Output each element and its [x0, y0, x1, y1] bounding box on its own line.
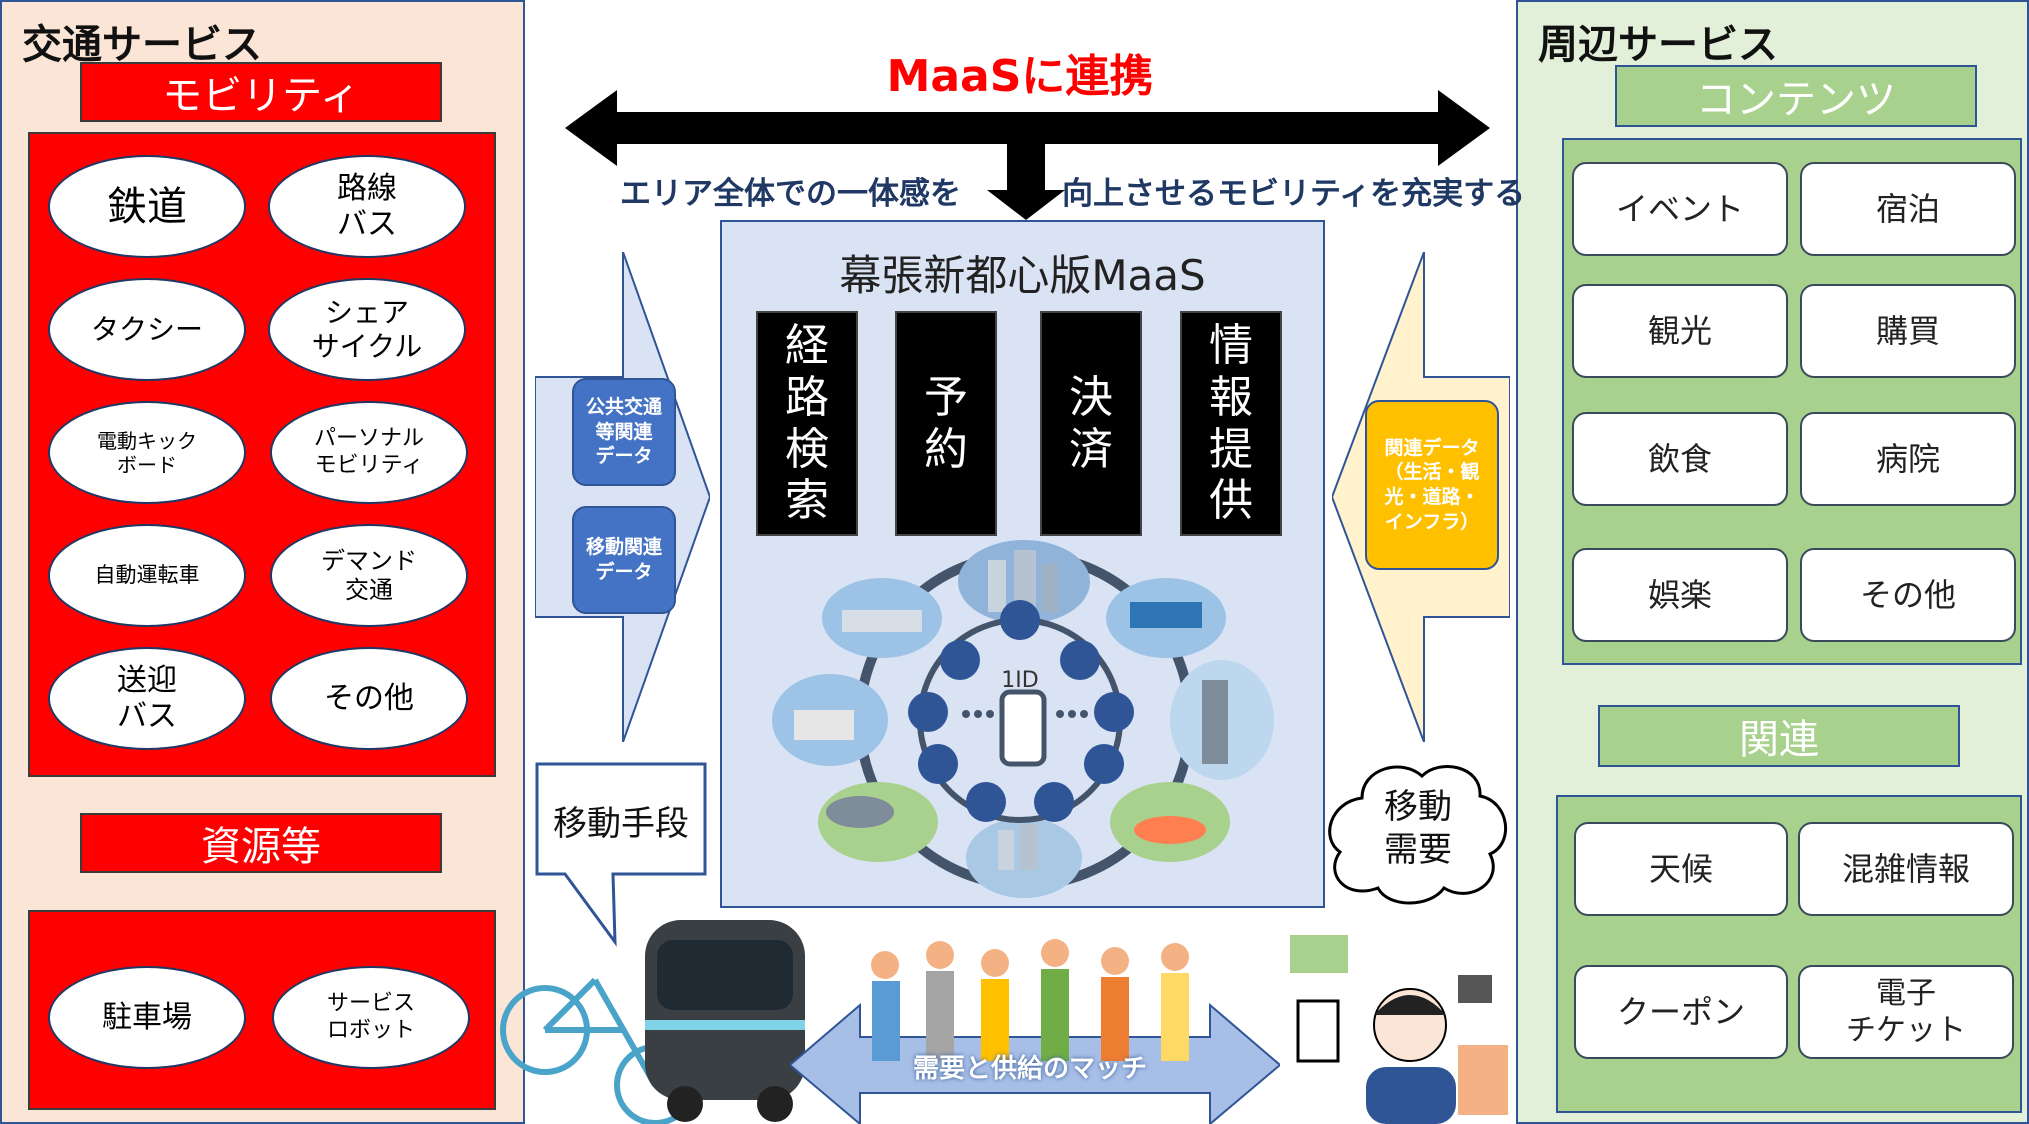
contents-label: コンテンツ [1615, 65, 1977, 127]
mobility-item-taxi: タクシー [48, 278, 246, 381]
function-payment: 決 済 [1040, 311, 1142, 536]
mobility-item-demand-transit: デマンド 交通 [270, 524, 468, 627]
hub-id-label: 1ID [1001, 668, 1039, 693]
maas-link-title: MaaSに連携 [886, 51, 1154, 102]
function-information: 情 報 提 供 [1180, 311, 1282, 536]
mobility-item-share-cycle: シェア サイクル [268, 278, 466, 381]
related-data-pill: 関連データ （生活・観 光・道路・ インフラ） [1365, 400, 1499, 570]
mobility-item-autonomous-car: 自動運転車 [48, 524, 246, 627]
related-item-weather: 天候 [1574, 822, 1788, 916]
content-item-lodging: 宿泊 [1800, 162, 2016, 256]
speech-bubble-icon [535, 762, 707, 947]
related-item-coupon: クーポン [1574, 965, 1788, 1059]
demand-bubble-label: 移動 需要 [1384, 787, 1452, 870]
double-arrow-icon [565, 90, 1490, 220]
content-item-event: イベント [1572, 162, 1788, 256]
peripheral-services-title: 周辺サービス [1538, 22, 1778, 68]
resources-label: 資源等 [80, 813, 442, 873]
content-item-other: その他 [1800, 548, 2016, 642]
function-reservation: 予 約 [895, 311, 997, 536]
content-item-dining: 飲食 [1572, 412, 1788, 506]
mobility-data-pill: 移動関連 データ [572, 506, 676, 614]
mobility-item-railway: 鉄道 [48, 155, 246, 258]
content-item-sightseeing: 観光 [1572, 284, 1788, 378]
related-item-congestion: 混雑情報 [1798, 822, 2014, 916]
transport-services-title: 交通サービス [22, 22, 262, 68]
content-item-entertainment: 娯楽 [1572, 548, 1788, 642]
mobility-item-route-bus: 路線 バス [268, 155, 466, 258]
mobility-item-shuttle-bus: 送迎 バス [48, 647, 246, 750]
transport-bubble-label: 移動手段 [553, 804, 689, 844]
match-arrow-icon [790, 939, 1280, 1124]
bicycle-and-bus-illustration [500, 920, 805, 1124]
maas-core-title: 幕張新都心版MaaS [839, 251, 1206, 300]
input-arrow-left-icon [535, 252, 710, 742]
resource-item-parking: 駐車場 [48, 966, 246, 1069]
function-route-search: 経 路 検 索 [756, 311, 858, 536]
public-transit-data-pill: 公共交通 等関連 データ [572, 378, 676, 486]
mobility-item-other: その他 [270, 647, 468, 750]
subtitle-left: エリア全体での一体感を [620, 176, 961, 212]
mobility-item-personal-mobility: パーソナル モビリティ [270, 401, 468, 504]
match-label: 需要と供給のマッチ [912, 1054, 1147, 1084]
related-label: 関連 [1598, 705, 1960, 767]
mobility-item-e-kickboard: 電動キック ボード [48, 401, 246, 504]
content-item-shopping: 購買 [1800, 284, 2016, 378]
content-item-hospital: 病院 [1800, 412, 2016, 506]
thought-cloud-icon [1328, 765, 1507, 905]
related-item-e-ticket: 電子 チケット [1798, 965, 2014, 1059]
subtitle-right: 向上させるモビリティを充実する [1062, 176, 1526, 212]
maas-hub-illustration [772, 540, 1274, 898]
mobility-label: モビリティ [80, 62, 442, 122]
resource-item-service-robot: サービス ロボット [272, 966, 470, 1069]
person-thinking-illustration [1290, 935, 1508, 1124]
